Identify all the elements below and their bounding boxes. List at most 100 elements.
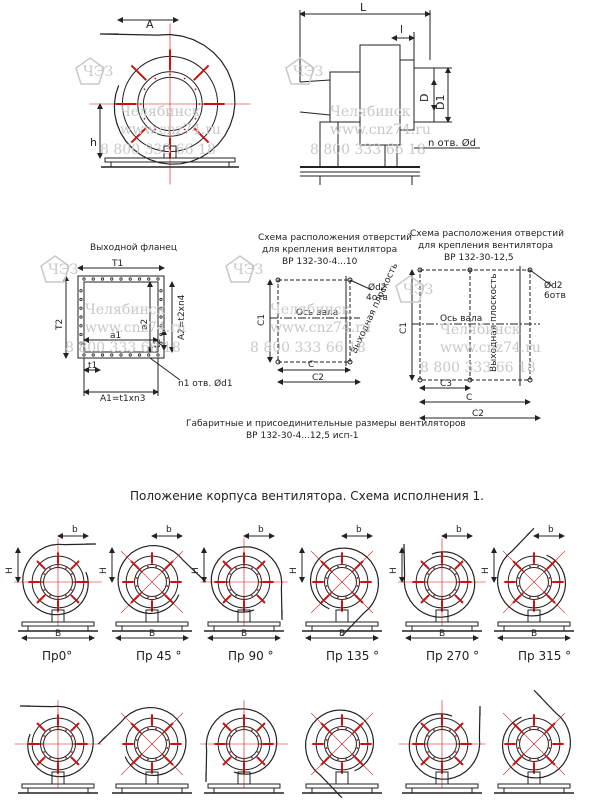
blade-spoke: [170, 743, 182, 745]
dim-H: H: [99, 567, 109, 574]
positions-title: Положение корпуса вентилятора. Схема исп…: [130, 489, 484, 503]
dim-A1: A1=t1xn3: [100, 394, 145, 404]
blade-spoke: [36, 756, 46, 766]
flange-hole: [82, 277, 86, 281]
support: [145, 609, 159, 623]
support: [527, 609, 541, 623]
blade-spoke: [170, 581, 182, 583]
bolt-hole: [166, 585, 169, 588]
outlet-flange-view: [63, 265, 181, 396]
support: [51, 609, 65, 623]
bolt-hole: [325, 747, 328, 750]
fan-body: [501, 689, 572, 779]
bolt-hole: [325, 576, 328, 579]
blade-spoke: [256, 722, 266, 732]
blade-spoke: [36, 560, 46, 570]
watermark-brand: ЧЭЗ: [293, 64, 323, 80]
bolt-hole: [336, 727, 339, 730]
dim-b: b: [456, 525, 462, 535]
dim-l: l: [400, 23, 403, 36]
blade-spoke: [341, 552, 343, 564]
scheme-large-C: C: [466, 393, 472, 403]
bolt-hole: [325, 738, 328, 741]
bolt-hole: [166, 576, 169, 579]
bolt-hole: [256, 573, 259, 575]
watermark-brand: ЧЭЗ: [403, 282, 433, 298]
bolt-hole: [356, 585, 359, 588]
bolt-hole: [454, 735, 457, 737]
dim-b: b: [356, 525, 362, 535]
support: [435, 771, 449, 785]
fan-body: [14, 700, 102, 788]
bolt-hole: [43, 735, 46, 737]
bolt-hole: [433, 594, 435, 597]
bolt-hole: [166, 747, 169, 750]
blade-spoke: [312, 581, 324, 583]
flange-hole: [79, 315, 83, 319]
blade-spoke: [193, 64, 210, 81]
casing: [408, 705, 481, 780]
position-label: Пр 90 °: [228, 649, 274, 663]
bolt-hole: [65, 567, 67, 570]
bolt-hole: [336, 596, 339, 599]
position-label: Пр 315 °: [518, 649, 571, 663]
mount-scheme-small: [267, 276, 373, 385]
casing: [99, 33, 236, 165]
dim-a1: a1: [110, 331, 121, 341]
flange-hole: [79, 289, 83, 293]
fan-body: [398, 538, 486, 626]
watermark-logo: [40, 255, 70, 283]
casing: [403, 543, 476, 618]
bolt-hole: [548, 747, 551, 750]
dim-D1: D1: [434, 95, 447, 110]
bolt-hole: [235, 567, 237, 570]
bolt-hole: [135, 585, 138, 588]
blade-spoke: [222, 560, 232, 570]
bolt-hole: [548, 585, 551, 588]
dim-t2: t2: [153, 339, 163, 348]
flange-hole: [159, 297, 163, 302]
blade-spoke: [504, 743, 516, 745]
blade-spoke: [420, 560, 430, 570]
bolt-hole: [235, 729, 237, 732]
flange-hole: [91, 277, 95, 281]
blade-spoke: [130, 64, 147, 81]
flange-hole: [159, 341, 163, 345]
scheme-large-title3: ВР 132-30-12,5: [444, 253, 514, 263]
bolt-hole: [49, 567, 51, 570]
bolt-hole: [449, 729, 451, 732]
blade-spoke: [552, 743, 564, 745]
center-line-v: [310, 712, 374, 776]
bolt-hole: [229, 735, 232, 737]
bolt-hole: [345, 565, 348, 568]
bolt-hole: [256, 751, 259, 753]
bolt-hole: [517, 747, 520, 750]
flange-hole: [79, 324, 83, 328]
base-plate: [27, 787, 89, 794]
base-plate: [503, 787, 565, 794]
watermark-site: www.cnz74.ru: [85, 320, 186, 336]
base-frame: [115, 621, 189, 627]
fan-body: [496, 527, 567, 617]
watermark-phone: 8 800 333 66 18: [250, 340, 366, 356]
bolt-hole: [454, 573, 457, 575]
watermark-city: Челябинск: [85, 302, 166, 318]
scheme-small-n: 4отв: [366, 293, 388, 303]
bolt-hole: [135, 747, 138, 750]
bolt-hole: [449, 756, 451, 759]
flange-hole: [100, 277, 105, 281]
watermark-brand: ЧЭЗ: [83, 64, 113, 80]
dim-H: H: [5, 567, 15, 574]
bolt-hole: [146, 758, 149, 761]
bolt-hole: [537, 596, 540, 599]
flange-hole: [147, 353, 151, 357]
fan-body: [14, 538, 102, 626]
blade-spoke: [552, 581, 564, 583]
bolt-hole: [548, 738, 551, 741]
bolt-hole: [70, 573, 73, 575]
center-line-v: [120, 712, 184, 776]
dim-T1: T1: [111, 259, 123, 269]
blade-spoke: [70, 756, 80, 766]
bolt-hole: [336, 758, 339, 761]
flange-hole: [110, 353, 114, 357]
